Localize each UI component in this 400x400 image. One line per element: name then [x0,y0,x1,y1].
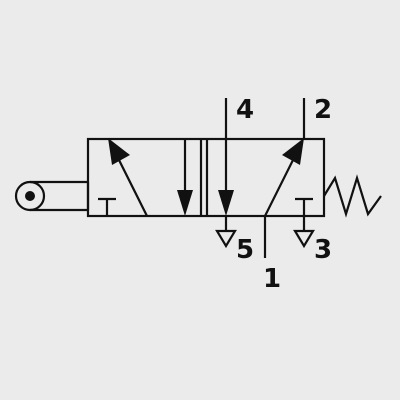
roller-actuator [14,180,90,212]
port-label-3: 3 [314,235,332,265]
arrowhead-down-left [177,190,193,216]
port-lines [215,98,315,258]
arrowhead-diagonal-left [108,138,130,165]
exhaust-5-triangle [215,229,237,249]
flow-arrow-diagonal-left [117,157,148,217]
port-label-1: 1 [263,264,281,294]
arrowhead-down-right [218,190,234,216]
return-spring [323,174,382,218]
blocked-port-left [98,197,116,216]
port-label-5: 5 [236,235,254,265]
port-label-2: 2 [314,95,332,125]
left-section [98,138,193,217]
valve-body [86,137,326,218]
arrowhead-diagonal-right [282,138,304,165]
right-section [218,138,313,217]
flow-arrow-diagonal-right [264,157,295,217]
exhaust-3-triangle [293,229,315,249]
blocked-port-right [295,197,313,216]
port-label-4: 4 [236,95,254,125]
roller-pin [25,191,35,201]
